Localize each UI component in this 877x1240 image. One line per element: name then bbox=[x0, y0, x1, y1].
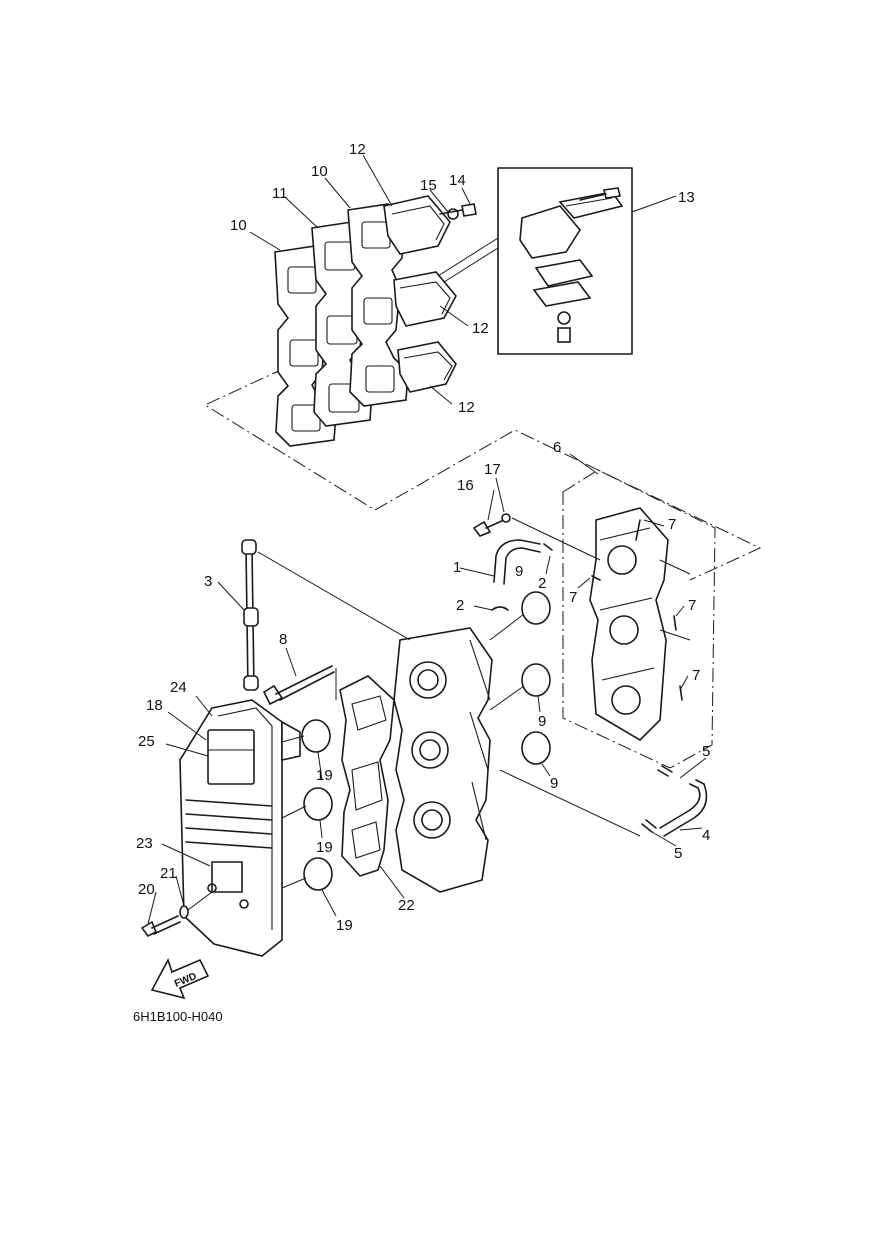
callout-9-top: 9 bbox=[515, 563, 523, 580]
callout-23: 23 bbox=[136, 835, 153, 852]
callout-19-mid: 19 bbox=[316, 839, 333, 856]
callout-7-low: 7 bbox=[692, 667, 700, 684]
callout-3: 3 bbox=[204, 573, 212, 590]
callout-14: 14 bbox=[449, 172, 466, 189]
gasket-22 bbox=[339, 675, 395, 877]
callout-12-top: 12 bbox=[349, 141, 366, 158]
callout-19-top: 19 bbox=[316, 767, 333, 784]
callout-13: 13 bbox=[678, 189, 695, 206]
o-rings-19 bbox=[281, 719, 333, 891]
silencer-cover-18 bbox=[179, 699, 301, 957]
callout-2-right: 2 bbox=[538, 575, 546, 592]
callout-6: 6 bbox=[553, 439, 561, 456]
callout-24: 24 bbox=[170, 679, 187, 696]
callout-2-left: 2 bbox=[456, 597, 464, 614]
callout-9-low: 9 bbox=[550, 775, 558, 792]
callout-25: 25 bbox=[138, 733, 155, 750]
upper-gasket-assembly bbox=[203, 195, 762, 581]
callout-16: 16 bbox=[457, 477, 474, 494]
callout-7-top: 7 bbox=[668, 516, 676, 533]
link-rod-3 bbox=[241, 539, 411, 691]
reed-valve-detail-box bbox=[437, 167, 633, 355]
callout-4: 4 bbox=[702, 827, 710, 844]
bolt-16-washer-17 bbox=[472, 513, 601, 561]
callout-9-mid: 9 bbox=[538, 713, 546, 730]
fwd-arrow-icon: FWD bbox=[150, 957, 210, 1000]
callout-21: 21 bbox=[160, 865, 177, 882]
callout-20: 20 bbox=[138, 881, 155, 898]
callout-17: 17 bbox=[484, 461, 501, 478]
intake-manifold-assembly bbox=[562, 469, 716, 769]
callout-12-mid: 12 bbox=[472, 320, 489, 337]
callout-labels: 12 10 15 14 13 11 10 12 12 6 17 16 7 1 2… bbox=[136, 141, 710, 934]
long-bolt-8 bbox=[262, 665, 337, 706]
callout-12-low: 12 bbox=[458, 399, 475, 416]
hose-4-clips-5 bbox=[641, 765, 708, 837]
bolt-20-washer-21 bbox=[140, 891, 213, 938]
callout-8: 8 bbox=[279, 631, 287, 648]
callout-11: 11 bbox=[272, 185, 288, 202]
callout-19-low: 19 bbox=[336, 917, 353, 934]
callout-18: 18 bbox=[146, 697, 163, 714]
callout-7-right: 7 bbox=[688, 597, 696, 614]
callout-5-top: 5 bbox=[702, 743, 710, 760]
callout-5-low: 5 bbox=[674, 845, 682, 862]
callout-10-mid: 10 bbox=[311, 163, 328, 180]
carburetor-block bbox=[393, 591, 641, 893]
hose-1 bbox=[491, 539, 553, 611]
callout-leaders bbox=[147, 154, 707, 925]
callout-15: 15 bbox=[420, 177, 437, 194]
callout-1: 1 bbox=[453, 559, 461, 576]
drawing-code: 6H1B100-H040 bbox=[133, 1009, 223, 1024]
callout-7-left: 7 bbox=[569, 589, 577, 606]
callout-10-left: 10 bbox=[230, 217, 247, 234]
callout-22: 22 bbox=[398, 897, 415, 914]
